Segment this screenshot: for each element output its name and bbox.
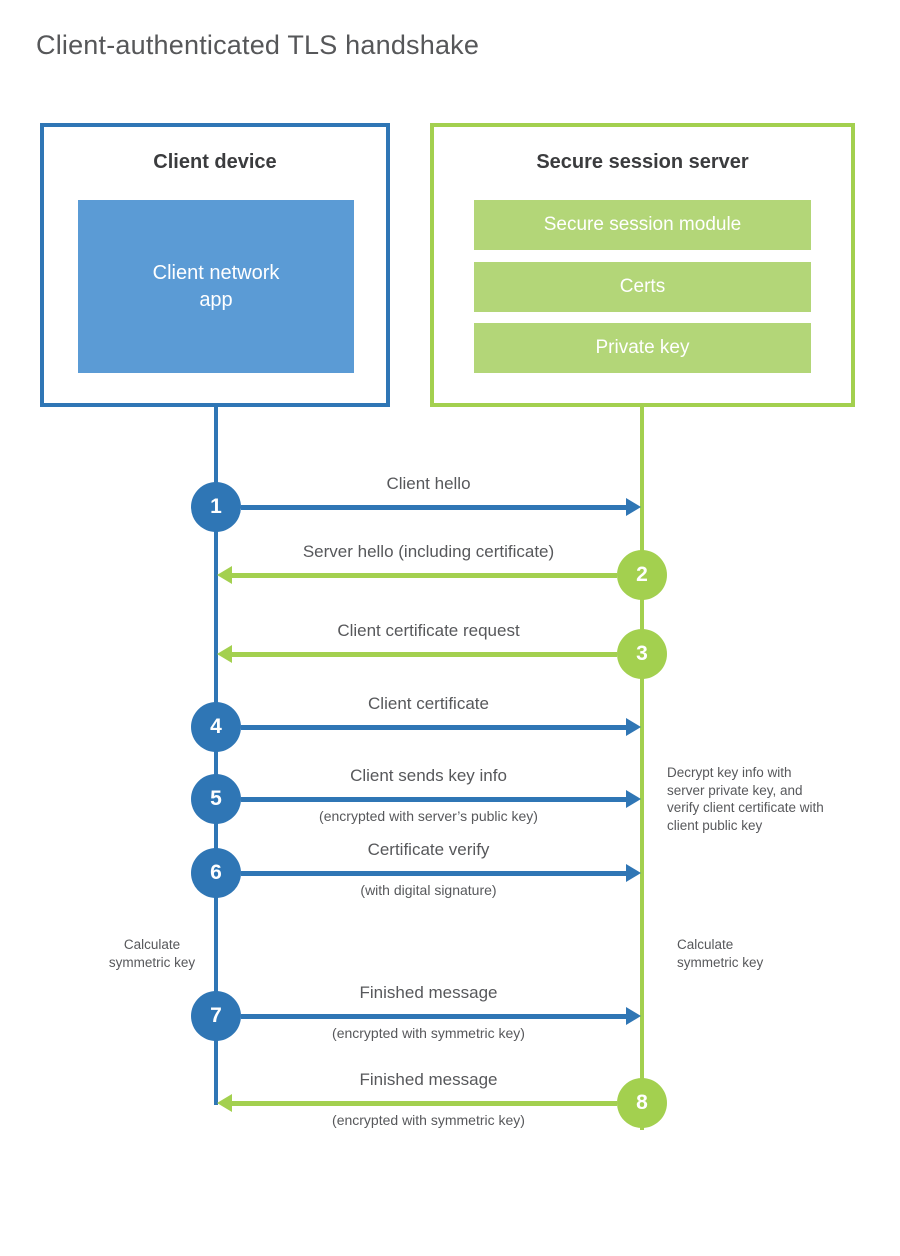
step-number: 4 — [210, 715, 222, 738]
step-circle: 7 — [191, 991, 241, 1041]
step-number: 2 — [636, 563, 648, 586]
message-label: Client hello — [386, 474, 471, 493]
message-label: Client certificate request — [337, 621, 520, 640]
arrowhead-icon — [626, 790, 641, 808]
arrowhead-icon — [217, 1094, 232, 1112]
message-label: Server hello (including certificate) — [302, 542, 555, 561]
message-label: Client sends key info — [350, 766, 507, 785]
message-sublabel: (encrypted with symmetric key) — [332, 1025, 525, 1041]
message-arrow — [241, 1014, 626, 1019]
arrowhead-icon — [626, 498, 641, 516]
message-sublabel: (with digital signature) — [360, 882, 497, 898]
server-module-bar: Certs — [474, 262, 811, 312]
server-module-bar: Private key — [474, 323, 811, 373]
arrowhead-icon — [626, 718, 641, 736]
page-title: Client-authenticated TLS handshake — [36, 30, 480, 60]
step-number: 6 — [210, 861, 222, 884]
server-lifeline — [640, 403, 644, 1130]
step-number: 1 — [210, 495, 222, 518]
step-number: 8 — [636, 1091, 648, 1114]
step-number: 7 — [210, 1004, 222, 1027]
message-arrow — [232, 573, 617, 578]
server-title: Secure session server — [536, 151, 749, 173]
arrowhead-icon — [626, 1007, 641, 1025]
message-arrow — [232, 1101, 617, 1106]
calc-symmetric-key-left-note: Calculate symmetric key — [108, 937, 196, 970]
message-sublabel: (encrypted with server’s public key) — [319, 808, 538, 824]
client-device-title: Client device — [153, 151, 277, 173]
message-arrow — [241, 871, 626, 876]
step-circle: 1 — [191, 482, 241, 532]
arrowhead-icon — [626, 864, 641, 882]
message-label: Finished message — [359, 983, 498, 1002]
message-sublabel: (encrypted with symmetric key) — [332, 1112, 525, 1128]
message-arrow — [241, 797, 626, 802]
arrowhead-icon — [217, 566, 232, 584]
client-network-app-box: Client network app — [78, 200, 354, 373]
server-module-bar: Secure session module — [474, 200, 811, 250]
message-label: Client certificate — [368, 694, 489, 713]
message-arrow — [241, 725, 626, 730]
step-circle: 4 — [191, 702, 241, 752]
server-box: Secure session server Secure session mod… — [430, 123, 855, 407]
message-arrow — [232, 652, 617, 657]
calc-symmetric-key-right-note: Calculate symmetric key — [677, 937, 764, 970]
decrypt-note: Decrypt key info with server private key… — [667, 765, 824, 833]
arrowhead-icon — [217, 645, 232, 663]
step-number: 3 — [636, 642, 648, 665]
step-number: 5 — [210, 787, 222, 810]
step-circle: 8 — [617, 1078, 667, 1128]
client-device-box: Client device Client network app — [40, 123, 390, 407]
step-circle: 3 — [617, 629, 667, 679]
step-circle: 2 — [617, 550, 667, 600]
step-circle: 5 — [191, 774, 241, 824]
message-arrow — [241, 505, 626, 510]
message-label: Finished message — [359, 1070, 498, 1089]
client-lifeline — [214, 403, 218, 1105]
step-circle: 6 — [191, 848, 241, 898]
message-label: Certificate verify — [367, 840, 490, 859]
client-network-app-label: Client network app — [152, 261, 280, 311]
